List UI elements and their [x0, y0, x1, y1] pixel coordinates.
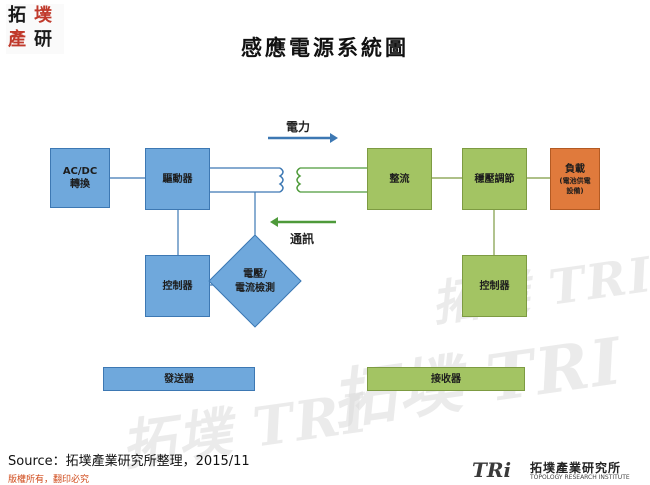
power-arrow-label: 電力 — [286, 120, 311, 134]
rx-controller-box: 控制器 — [462, 255, 527, 317]
regulator-box: 穩壓調節 — [462, 148, 527, 210]
acdc-label: AC/DC — [62, 166, 98, 177]
copyright-note: 版權所有，翻印必究 — [8, 475, 90, 485]
load-label: 負載 — [564, 163, 585, 175]
tx-controller-box: 控制器 — [145, 255, 210, 317]
load-sublabel: (電池供電 — [559, 176, 591, 185]
acdc-converter-box: AC/DC 轉換 — [50, 148, 110, 208]
load-box: 負載 (電池供電 設備) — [550, 148, 600, 210]
detector-label: 電壓/ 電流檢測 — [218, 268, 292, 296]
source-note: Source：拓墣產業研究所整理，2015/11 — [8, 454, 250, 469]
logo-char: 墣 — [34, 5, 52, 26]
logo-char: 研 — [34, 29, 52, 50]
detector-label-line: 電流檢測 — [235, 283, 275, 294]
transmitter-label: 發送器 — [103, 367, 255, 391]
load-sublabel: 設備) — [566, 186, 584, 195]
acdc-label: 轉換 — [70, 179, 90, 190]
logo-char: 拓 — [8, 5, 26, 26]
driver-box: 驅動器 — [145, 148, 210, 210]
comm-arrow-label: 通訊 — [290, 232, 315, 246]
tri-logo: TRi 拓墣產業研究所 TOPOLOGY RESEARCH INSTITUTE — [458, 458, 648, 484]
tri-logo-cn: 拓墣產業研究所 — [530, 461, 622, 475]
tri-logo-mark: TRi — [472, 458, 512, 482]
detector-label-line: 電壓/ — [243, 269, 267, 280]
tri-logo-en: TOPOLOGY RESEARCH INSTITUTE — [530, 474, 630, 481]
receiver-label: 接收器 — [367, 367, 525, 391]
page-title: 感應電源系統圖 — [241, 35, 409, 60]
rectifier-box: 整流 — [367, 148, 432, 210]
logo-char: 產 — [8, 29, 26, 50]
logo: 拓 墣 產 研 — [6, 4, 64, 54]
